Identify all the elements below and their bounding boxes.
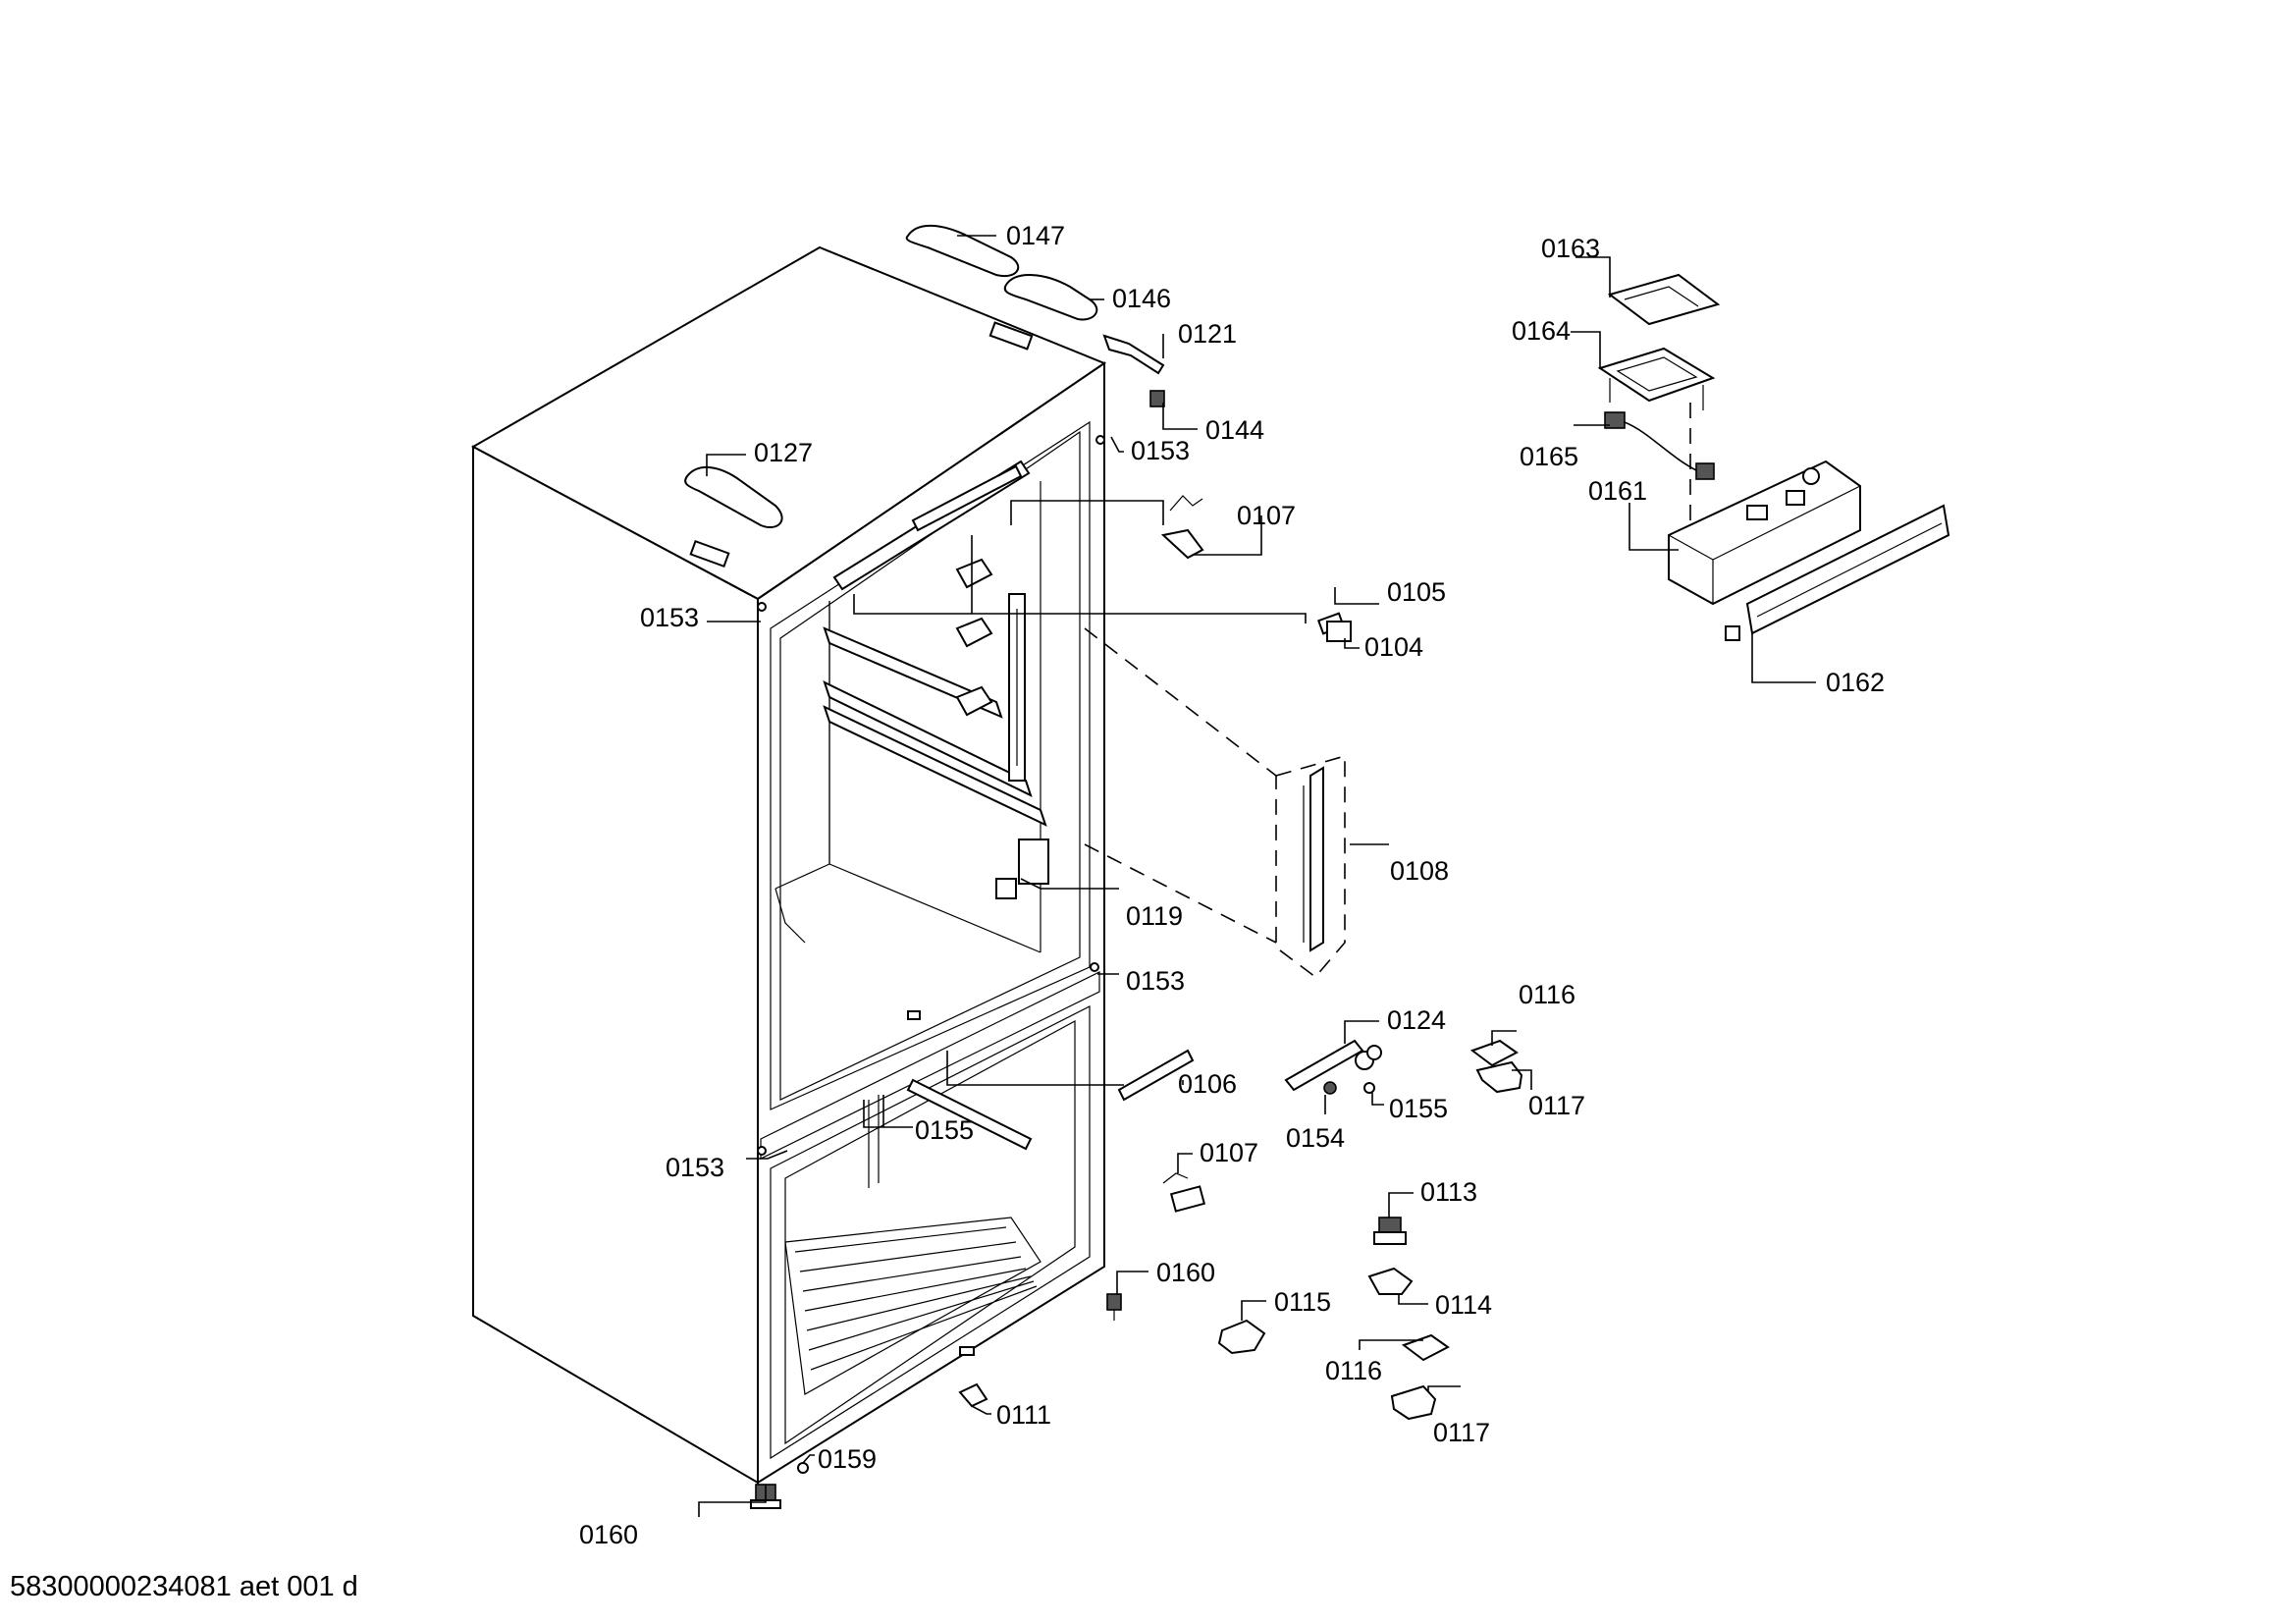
label-0163: 0163	[1541, 234, 1600, 263]
label-0144: 0144	[1205, 415, 1264, 445]
part-0127	[684, 465, 783, 528]
part-0114	[1367, 1267, 1414, 1295]
crisper-floor	[784, 1217, 1041, 1395]
part-0113	[1373, 1217, 1407, 1245]
part-0117-top	[1475, 1060, 1523, 1094]
label-0160-low: 0160	[579, 1520, 638, 1549]
part-0146	[1003, 274, 1098, 321]
label-0153-low: 0153	[666, 1153, 724, 1182]
part-0147	[905, 224, 1020, 278]
label-0154: 0154	[1286, 1123, 1345, 1153]
part-0116-low	[1401, 1333, 1450, 1362]
label-0119: 0119	[1126, 901, 1183, 931]
label-0159: 0159	[818, 1444, 877, 1474]
leader-lines	[698, 235, 1816, 1517]
label-0153-top: 0153	[1131, 436, 1190, 465]
part-0159	[797, 1462, 809, 1474]
label-0106: 0106	[1178, 1069, 1237, 1099]
part-0161	[1668, 460, 1861, 606]
label-0127: 0127	[754, 438, 813, 467]
label-0146: 0146	[1112, 284, 1171, 313]
label-0107-low: 0107	[1200, 1138, 1258, 1167]
label-0113: 0113	[1420, 1177, 1477, 1207]
label-0161: 0161	[1588, 476, 1647, 506]
part-0124	[1284, 1039, 1382, 1092]
control-module	[1597, 273, 1950, 641]
part-0107-low	[1162, 1172, 1206, 1213]
part-0154	[1323, 1081, 1337, 1095]
label-0107-top: 0107	[1237, 501, 1296, 530]
part-0107-top	[1160, 495, 1204, 560]
label-0155-right: 0155	[1389, 1094, 1448, 1123]
part-0164	[1597, 347, 1716, 403]
label-0162: 0162	[1826, 668, 1885, 697]
label-0164: 0164	[1512, 316, 1571, 346]
label-0115: 0115	[1274, 1287, 1331, 1317]
part-0165	[1604, 411, 1715, 480]
label-0121: 0121	[1178, 319, 1237, 349]
part-0160-right	[1106, 1293, 1122, 1321]
label-0116-top: 0116	[1519, 980, 1575, 1009]
part-0121	[1102, 334, 1165, 375]
part-0155-right	[1363, 1082, 1375, 1094]
label-0117-low: 0117	[1433, 1418, 1490, 1447]
label-0160-right: 0160	[1156, 1258, 1215, 1287]
label-0165: 0165	[1520, 442, 1578, 471]
label-0116-low: 0116	[1325, 1356, 1382, 1385]
label-0153-mid: 0153	[1126, 966, 1185, 996]
part-labels: 0147 0146 0121 0144 0153 0127 0107 0153 …	[579, 221, 1885, 1549]
part-0163	[1607, 273, 1721, 326]
label-0108: 0108	[1390, 856, 1449, 886]
document-id: 58300000234081 aet 001 d	[10, 1571, 358, 1602]
part-0117-low	[1390, 1384, 1437, 1421]
label-0117-top: 0117	[1528, 1091, 1585, 1120]
part-0106	[1117, 1049, 1195, 1102]
refrigerator-cabinet	[470, 245, 1107, 1485]
part-0115	[1217, 1319, 1266, 1355]
part-0104	[1326, 621, 1352, 642]
label-0124: 0124	[1387, 1005, 1446, 1035]
label-0155-left: 0155	[915, 1115, 974, 1145]
part-0144	[1149, 390, 1165, 407]
label-0105: 0105	[1387, 577, 1446, 607]
part-0116-top	[1469, 1039, 1519, 1067]
part-0111	[958, 1382, 988, 1408]
label-0111: 0111	[996, 1400, 1051, 1430]
label-0114: 0114	[1435, 1290, 1492, 1320]
label-0104: 0104	[1364, 632, 1423, 662]
part-0162	[1745, 504, 1950, 635]
part-0108	[1275, 754, 1346, 979]
label-0147: 0147	[1006, 221, 1065, 250]
label-0153-left: 0153	[640, 603, 699, 632]
